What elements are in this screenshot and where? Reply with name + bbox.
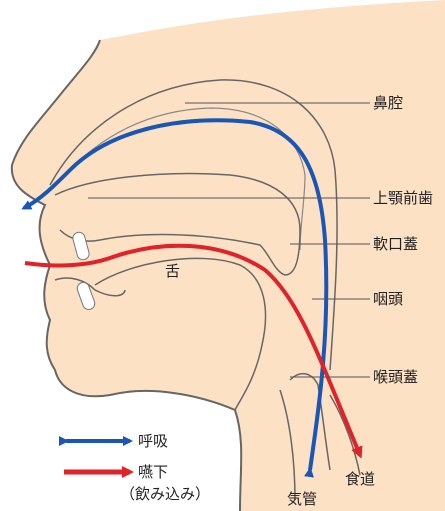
label-upper-front-teeth: 上顎前歯: [373, 189, 433, 207]
label-epiglottis: 喉頭蓋: [373, 368, 418, 386]
legend-swallowing-label: 嚥下: [138, 463, 168, 481]
legend-breathing-label: 呼吸: [138, 432, 168, 450]
label-pharynx: 咽頭: [373, 290, 403, 308]
label-tongue: 舌: [165, 262, 180, 280]
legend-swallowing-note: （飲み込み）: [120, 485, 210, 503]
head-silhouette: [12, 0, 445, 511]
label-nasal-cavity: 鼻腔: [373, 94, 403, 112]
label-trachea: 気管: [287, 490, 317, 508]
legend: 呼吸 嚥下 （飲み込み）: [64, 432, 210, 503]
label-soft-palate: 軟口蓋: [373, 235, 418, 253]
label-esophagus: 食道: [345, 470, 375, 488]
